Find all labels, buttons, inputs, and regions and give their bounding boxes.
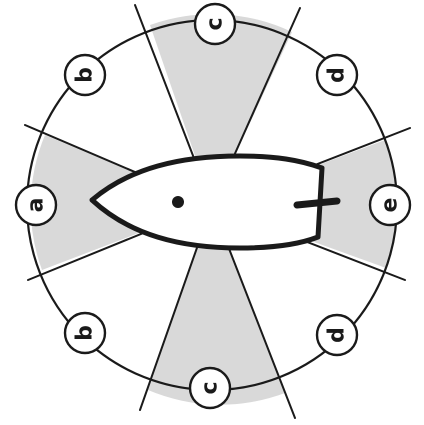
- mast-dot: [172, 196, 184, 208]
- label-port-beam: c: [195, 4, 235, 44]
- label-text: b: [73, 67, 98, 83]
- label-text: c: [203, 17, 228, 30]
- label-port-quarter: b: [65, 55, 105, 95]
- label-text: a: [24, 198, 49, 213]
- label-text: c: [198, 381, 223, 394]
- label-bow: e: [370, 185, 410, 225]
- label-text: d: [325, 67, 350, 83]
- label-text: b: [73, 325, 98, 341]
- label-starboard-bow: d: [317, 315, 357, 355]
- rudder: [297, 201, 337, 205]
- label-port-bow: d: [317, 55, 357, 95]
- label-stern: a: [16, 185, 56, 225]
- label-text: d: [325, 327, 350, 343]
- label-starboard-beam: c: [190, 368, 230, 408]
- label-text: e: [378, 198, 403, 213]
- label-starboard-quarter: b: [65, 313, 105, 353]
